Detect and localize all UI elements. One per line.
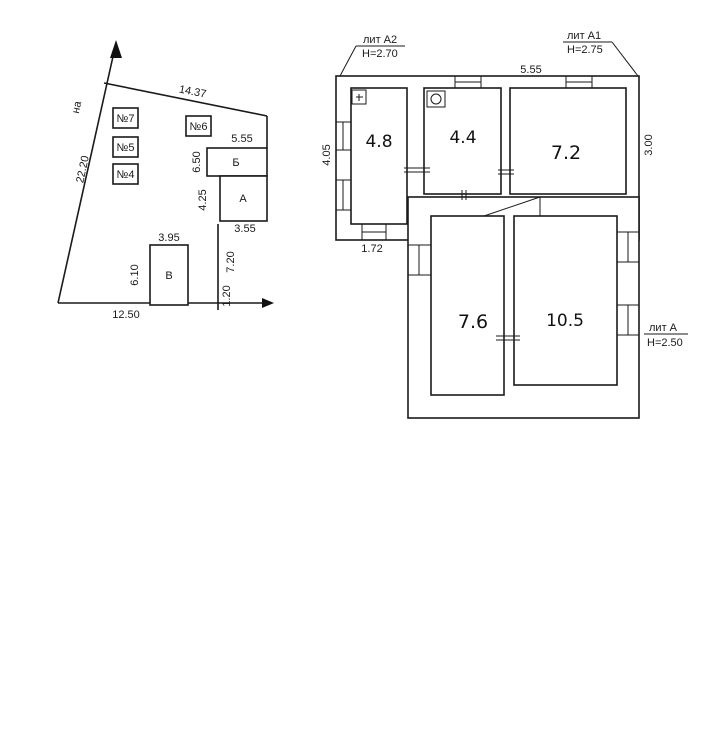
- site-plan: №7 №5 №4 №6 Б 5.55 6.50 А 3.55 4.25 В 3.…: [57, 40, 274, 321]
- east-arrow-icon: [262, 298, 274, 308]
- left-boundary-line: [57, 42, 117, 304]
- building-a-height: 4.25: [197, 189, 209, 210]
- windows: [335, 75, 640, 336]
- site-top-left-label: на: [70, 99, 84, 114]
- plot-label-4: №4: [117, 169, 135, 181]
- building-v-label: В: [165, 270, 172, 282]
- building-a-width: 3.55: [234, 223, 255, 235]
- building-b-label: Б: [232, 157, 239, 169]
- floor-plan: лит А2 H=2.70 лит А1 H=2.75 лит А H=2.50: [321, 30, 688, 419]
- building-b-height: 6.50: [191, 151, 203, 172]
- room-4-8-walls: [350, 87, 408, 225]
- plot-box-7: [112, 107, 139, 129]
- plot-label-6: №6: [190, 121, 208, 133]
- plot-box-4: [112, 163, 139, 185]
- lit-a1-label: лит А1: [567, 30, 601, 42]
- lit-a2-label: лит А2: [363, 34, 397, 46]
- room-area-4-8: 4.8: [365, 132, 392, 152]
- building-a: [219, 175, 268, 222]
- doors: [404, 167, 520, 341]
- site-dim-left: 22.20: [74, 155, 91, 184]
- h-a-label: H=2.50: [647, 337, 683, 349]
- top-boundary-line: [103, 82, 268, 117]
- building-b: [206, 147, 268, 177]
- plot-box-6: [185, 115, 212, 137]
- room-4-4-walls: [423, 87, 502, 195]
- room-area-7-2: 7.2: [551, 142, 581, 164]
- north-arrow-icon: [110, 40, 122, 58]
- sink-bowl-icon: [430, 93, 442, 105]
- room-7-2-walls: [509, 87, 627, 195]
- room-10-5-walls: [513, 215, 618, 386]
- site-dim-top: 14.37: [178, 84, 207, 101]
- floor-dim-top: 5.55: [520, 64, 541, 76]
- plot-label-5: №5: [117, 142, 135, 154]
- sink-icon: [426, 90, 446, 108]
- floor-dim-bottom: 1.72: [361, 243, 382, 255]
- room-7-6-walls: [430, 215, 505, 396]
- lit-a2-leader: [339, 45, 357, 77]
- stove-icon: [351, 89, 367, 105]
- building-v-height: 6.10: [129, 264, 141, 285]
- room-area-7-6: 7.6: [458, 311, 488, 333]
- h-a2-label: H=2.70: [362, 48, 398, 60]
- site-dim-right-1: 7.20: [225, 251, 237, 272]
- building-a-label: А: [239, 193, 247, 205]
- site-dim-bottom: 12.50: [112, 309, 140, 321]
- floor-dim-right: 3.00: [643, 134, 655, 155]
- building-b-width: 5.55: [231, 133, 252, 145]
- room-area-10-5: 10.5: [546, 311, 584, 331]
- room-area-4-4: 4.4: [449, 128, 476, 148]
- lit-a-label: лит А: [649, 322, 678, 334]
- building-v: [149, 244, 189, 306]
- diagonal-line: [483, 196, 541, 217]
- site-dim-right-2: 1.20: [221, 285, 233, 306]
- building-v-width: 3.95: [158, 232, 179, 244]
- plot-label-7: №7: [117, 113, 135, 125]
- lit-a1-leader: [611, 41, 639, 77]
- h-a1-label: H=2.75: [567, 44, 603, 56]
- plot-box-5: [112, 136, 139, 158]
- floor-dim-left: 4.05: [321, 144, 333, 165]
